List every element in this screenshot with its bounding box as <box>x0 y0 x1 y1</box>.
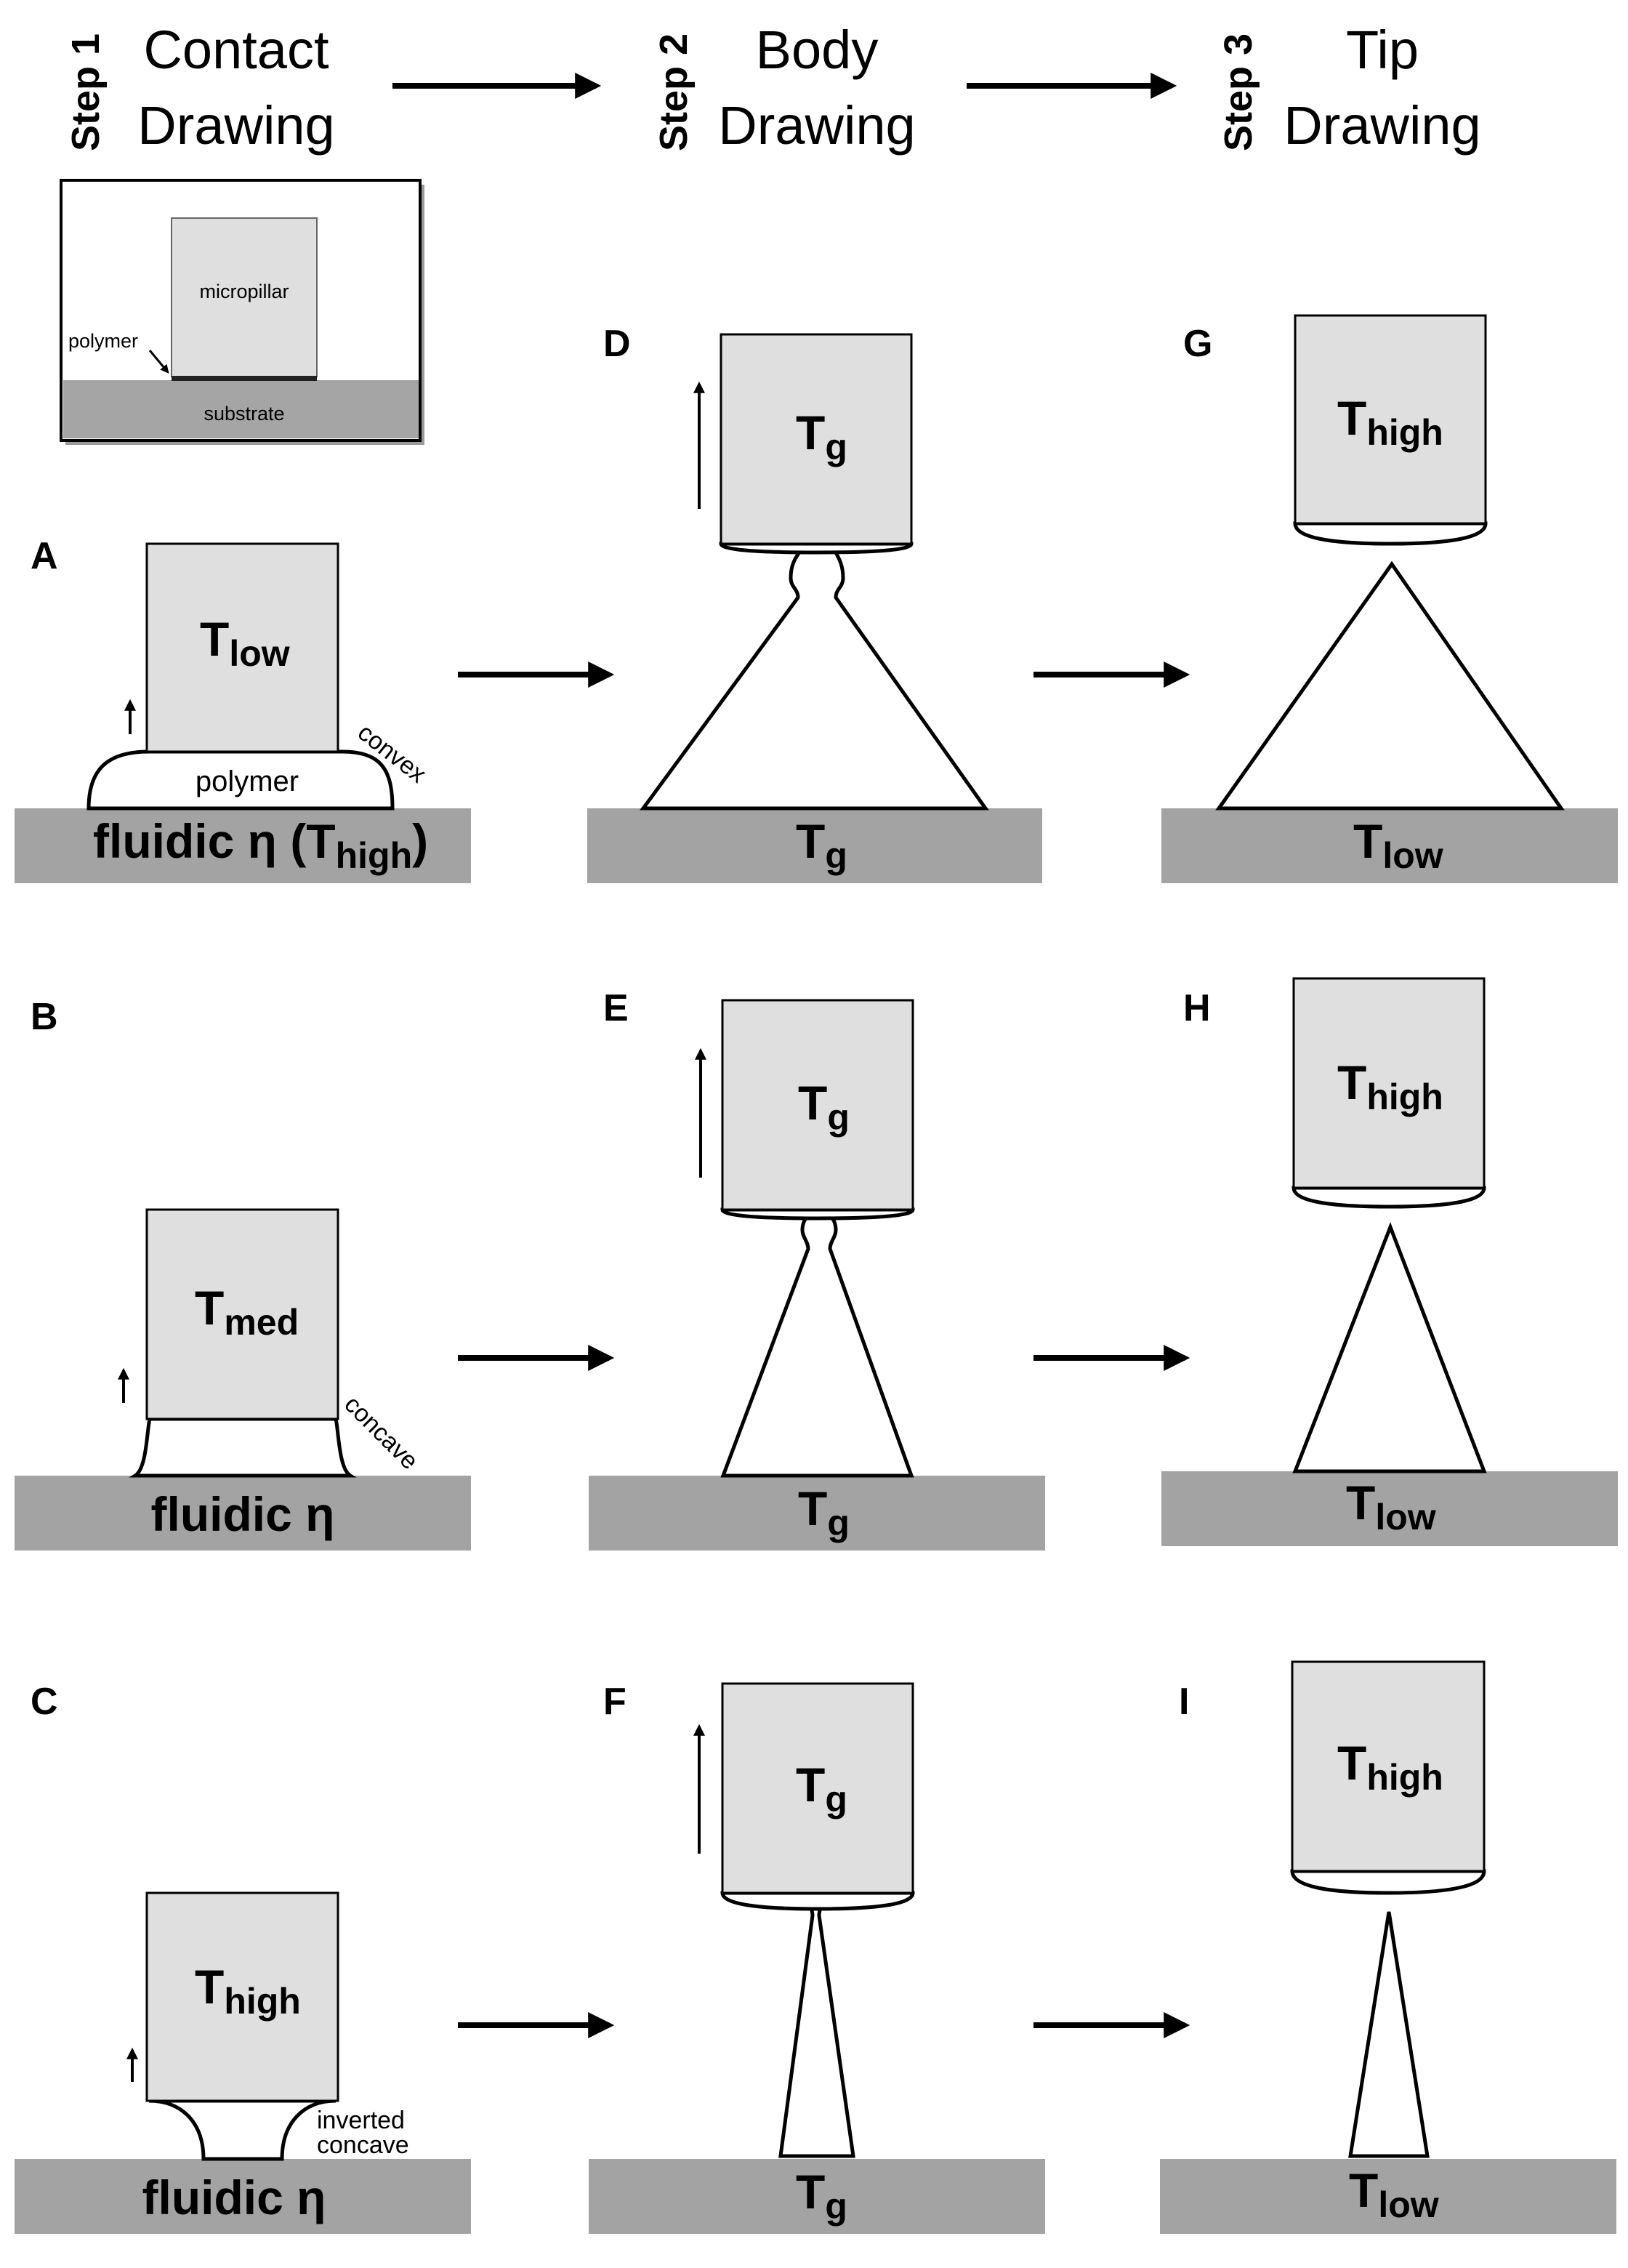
panel-E-label: E <box>603 987 629 1029</box>
panel-B-label: B <box>31 996 58 1038</box>
panel-A-label: A <box>31 535 58 577</box>
panel-D: D Tg Tg <box>587 323 1042 883</box>
panel-B-base-label: fluidic η <box>151 1487 335 1541</box>
panel-B: B Tmed concave fluidic η <box>15 996 471 1551</box>
panel-G-temp: Thigh <box>1337 391 1443 453</box>
panel-C-label: C <box>31 1681 58 1723</box>
inset-micropillar-label: micropillar <box>199 281 289 302</box>
schematic-inset: micropillar polymer substrate <box>60 179 424 445</box>
panel-G: G Thigh Tlow <box>1161 314 1618 883</box>
panel-C: C Thigh inverted concave fluidic η <box>15 1681 471 2234</box>
panel-A-substrate <box>15 808 471 883</box>
panel-A-polymer-label: polymer <box>196 765 299 797</box>
step1-title-line2: Drawing <box>137 95 334 156</box>
panel-H-label: H <box>1183 987 1211 1029</box>
panel-D-temp: Tg <box>796 406 847 467</box>
panel-H-cap <box>1291 1186 1486 1209</box>
panel-I-base-label: Tlow <box>1349 2163 1439 2225</box>
panel-B-temp: Tmed <box>195 1281 299 1343</box>
panel-C-pillar <box>145 1891 339 2102</box>
panel-C-polymer-inverted-concave <box>148 2099 337 2161</box>
panel-E-base-label: Tg <box>798 1481 850 1543</box>
panel-F-temp: Tg <box>796 1758 847 1819</box>
panel-C-base-label: fluidic η <box>142 2171 326 2224</box>
inset-polymer-layer <box>172 376 317 381</box>
panel-A: A Tlow polymer convex fluidic η (Thigh) <box>15 535 471 883</box>
panel-C-temp: Thigh <box>195 1960 301 2022</box>
inset-substrate-label: substrate <box>204 403 284 425</box>
panel-F-substrate <box>589 2159 1045 2234</box>
step1-title-line1: Contact <box>143 20 329 80</box>
panel-H-base-label: Tlow <box>1346 1476 1436 1537</box>
step1-label: Step 1 <box>64 33 108 151</box>
panel-A-pillar <box>145 542 339 753</box>
panel-I-pillar <box>1291 1660 1486 1873</box>
panel-C-shape-label-line1: inverted <box>317 2107 405 2134</box>
step2-title-line2: Drawing <box>718 95 915 156</box>
panel-G-cap <box>1293 521 1488 546</box>
panel-I: I Thigh Tlow <box>1160 1660 1616 2234</box>
panel-E-pillar <box>721 999 914 1211</box>
step2-label: Step 2 <box>652 33 696 151</box>
panel-E: E Tg Tg <box>589 987 1045 1551</box>
panel-D-substrate <box>587 808 1042 883</box>
panel-I-substrate <box>1160 2159 1616 2234</box>
panel-B-polymer-concave <box>129 1417 357 1478</box>
panel-E-cap <box>720 1207 915 1221</box>
panel-B-shape-label: concave <box>339 1391 423 1475</box>
panel-F-base-label: Tg <box>796 2165 847 2227</box>
panel-D-cap <box>719 542 914 555</box>
panel-D-pillar <box>720 333 913 545</box>
inset-polymer-label: polymer <box>68 330 138 352</box>
panel-F-cap <box>720 1891 915 1911</box>
panel-H-pillar <box>1292 977 1486 1189</box>
panel-I-cap <box>1290 1869 1486 1895</box>
panel-G-base-label: Tlow <box>1353 814 1443 876</box>
panel-G-pillar <box>1294 314 1487 525</box>
panel-F: F Tg Tg <box>589 1681 1045 2234</box>
step2-title-line1: Body <box>756 20 879 80</box>
step3-title-line1: Tip <box>1346 20 1419 80</box>
panel-B-pillar <box>145 1208 339 1420</box>
panel-A-temp: Tlow <box>200 612 290 674</box>
panel-H: H Thigh Tlow <box>1161 977 1618 1546</box>
inset-substrate <box>63 380 419 438</box>
panel-C-shape-label-line2: concave <box>317 2131 409 2159</box>
panel-E-temp: Tg <box>798 1076 850 1138</box>
panel-H-temp: Thigh <box>1337 1055 1443 1117</box>
inset-polymer-pointer <box>148 350 169 374</box>
panel-I-tip <box>1348 1911 1430 2158</box>
step3-label: Step 3 <box>1217 33 1260 151</box>
header: Step 1 Contact Drawing Step 2 Body Drawi… <box>64 20 1481 156</box>
panel-D-label: D <box>603 323 631 365</box>
panel-F-label: F <box>603 1681 626 1723</box>
panel-G-substrate <box>1161 808 1618 883</box>
panel-H-substrate <box>1161 1471 1618 1546</box>
panel-A-base-label: fluidic η (Thigh) <box>93 814 428 876</box>
panel-C-substrate <box>15 2159 471 2234</box>
panel-G-label: G <box>1183 323 1212 365</box>
panel-D-polymer-neck <box>640 548 989 811</box>
panel-E-polymer-neck <box>720 1210 914 1478</box>
panel-G-tip <box>1215 560 1565 811</box>
panel-I-label: I <box>1179 1681 1189 1723</box>
panel-H-tip <box>1292 1222 1487 1473</box>
panel-F-polymer-neck <box>778 1897 855 2158</box>
step3-title-line2: Drawing <box>1284 95 1480 156</box>
panel-I-temp: Thigh <box>1337 1736 1443 1798</box>
inset-micropillar <box>171 217 318 377</box>
panel-F-pillar <box>721 1682 914 1894</box>
panel-B-substrate <box>15 1476 471 1551</box>
panel-E-substrate <box>589 1476 1045 1551</box>
panel-D-base-label: Tg <box>796 814 847 876</box>
